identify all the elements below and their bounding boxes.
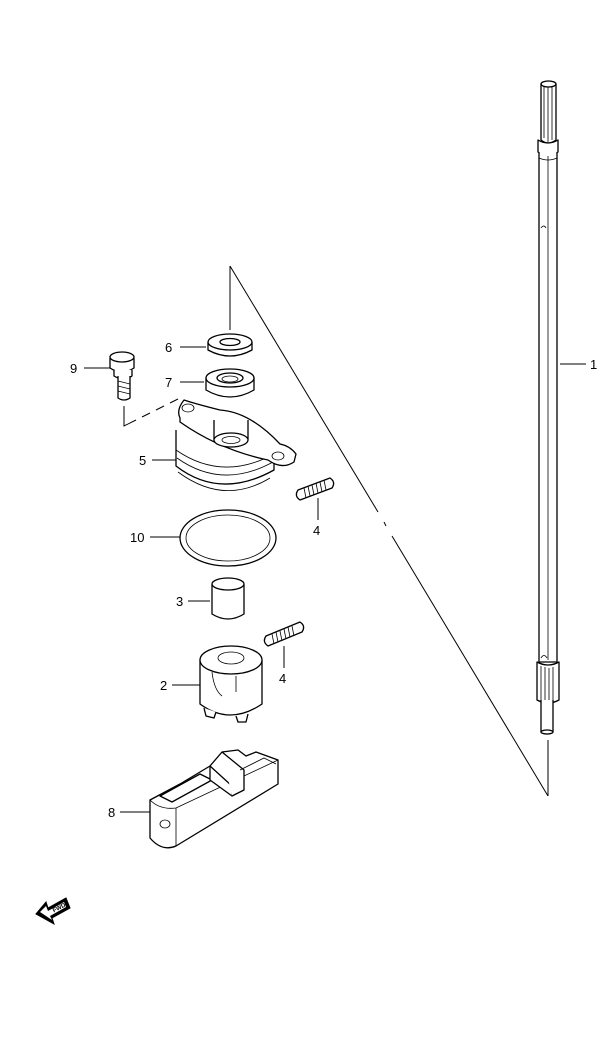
- callout-6: 6: [165, 340, 172, 355]
- fwd-arrow-icon: FWD: [35, 897, 71, 926]
- callout-9: 9: [70, 361, 77, 376]
- callout-4a: 4: [313, 523, 320, 538]
- part-4-pin-lower[interactable]: [263, 621, 305, 647]
- part-5-housing[interactable]: [175, 399, 297, 492]
- part-7-bearing[interactable]: [205, 368, 255, 398]
- callout-10: 10: [130, 530, 144, 545]
- callout-1: 1: [590, 357, 597, 372]
- callout-2: 2: [160, 678, 167, 693]
- part-1-shaft[interactable]: [536, 80, 560, 735]
- bolt-guide-line: [123, 406, 137, 427]
- callout-5: 5: [139, 453, 146, 468]
- part-4-pin-upper[interactable]: [295, 477, 335, 501]
- part-9-bolt[interactable]: [109, 351, 135, 401]
- callout-3: 3: [176, 594, 183, 609]
- part-10-o-ring[interactable]: [179, 509, 277, 567]
- part-2-clutch-dog[interactable]: [199, 645, 263, 723]
- callout-4b: 4: [279, 671, 286, 686]
- assembly-guide-lines: [229, 265, 549, 797]
- part-8-shift-cam[interactable]: [149, 749, 279, 849]
- callout-7: 7: [165, 375, 172, 390]
- part-6-washer[interactable]: [207, 333, 253, 357]
- callout-8: 8: [108, 805, 115, 820]
- part-3-bushing[interactable]: [211, 577, 245, 620]
